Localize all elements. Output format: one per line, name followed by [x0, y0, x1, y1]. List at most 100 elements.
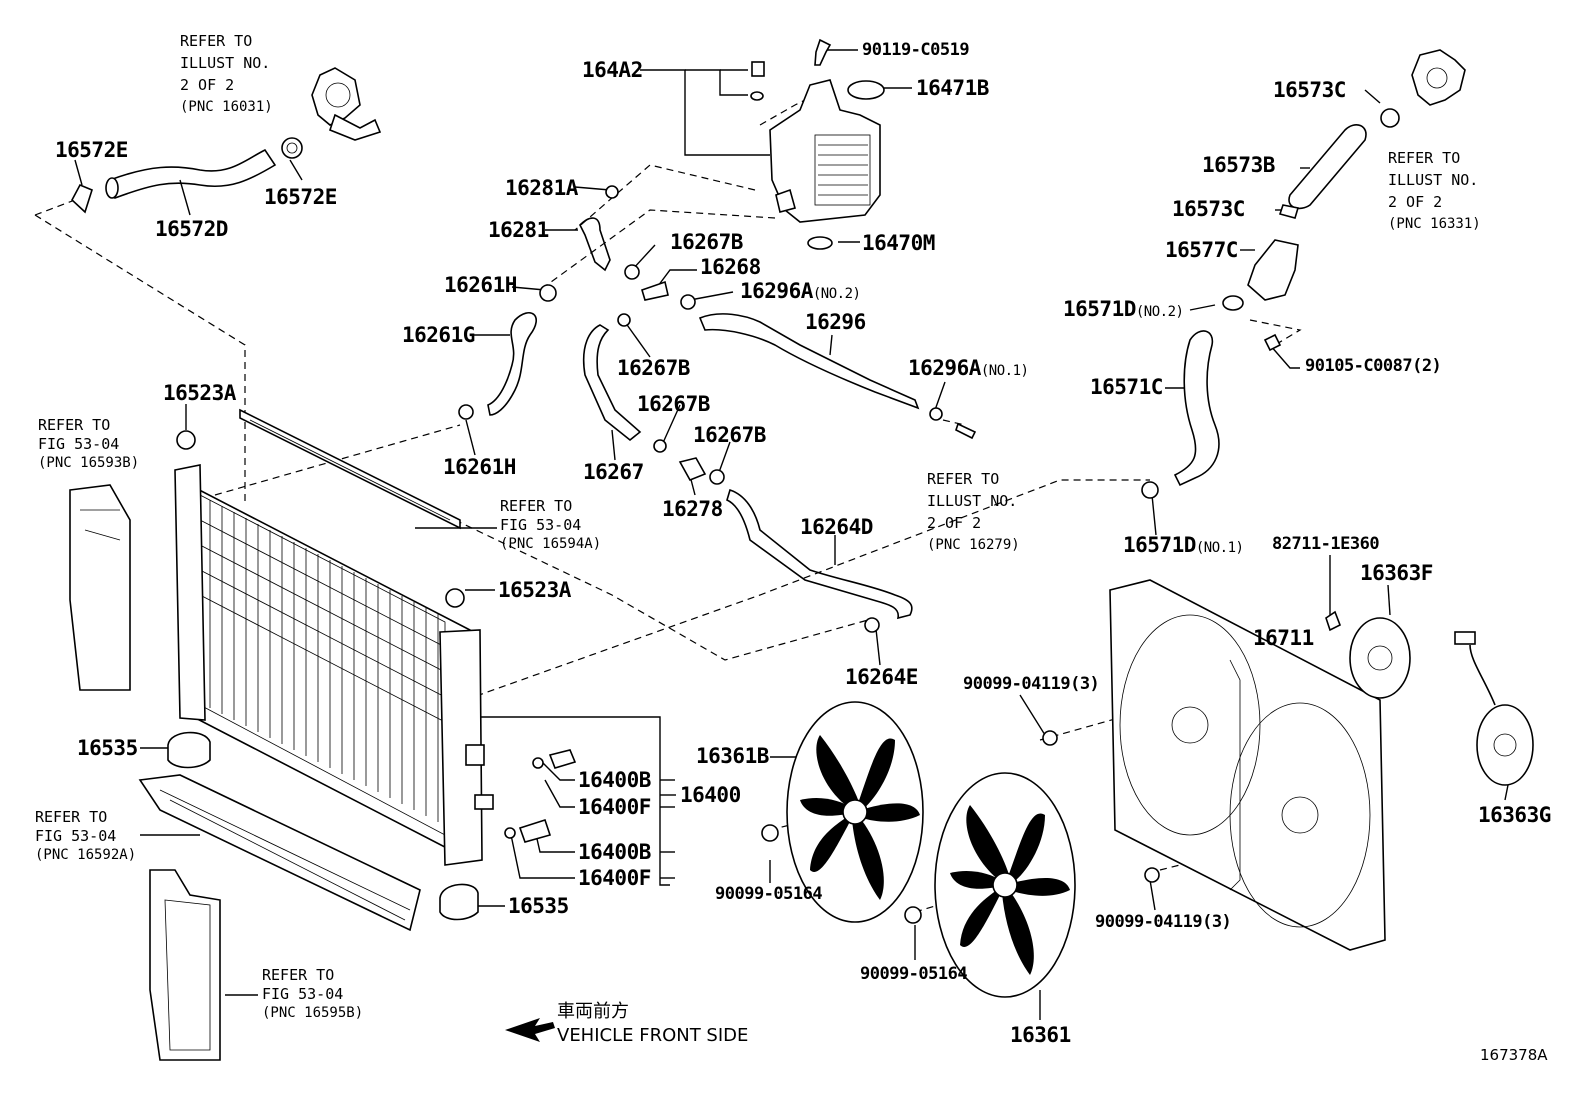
reference-note-pnc-16279: REFER TO ILLUST NO. 2 OF 2 (PNC 16279) [927, 468, 1020, 556]
part-label-16264D[interactable]: 16264D [800, 515, 873, 539]
reference-line: FIG 53-04 [38, 435, 120, 453]
part-label-16573C[interactable]: 16573C [1273, 78, 1346, 102]
radiator-cushions [167, 731, 479, 921]
reference-note-pnc-16592A: REFER TO FIG 53-04 (PNC 16592A) [35, 808, 136, 865]
part-label-16296[interactable]: 16296 [805, 310, 866, 334]
part-label-16523A-lower[interactable]: 16523A [498, 578, 571, 602]
part-label-16470M[interactable]: 16470M [862, 231, 935, 255]
part-label-16281A[interactable]: 16281A [505, 176, 578, 200]
part-label-90099-05164-lower[interactable]: 90099-05164 [860, 964, 968, 984]
part-number: 16296A [740, 279, 813, 303]
part-label-16261H[interactable]: 16261H [444, 273, 517, 297]
arrow-left-icon [505, 1018, 555, 1042]
reference-note-pnc-16593B: REFER TO FIG 53-04 (PNC 16593B) [38, 416, 139, 473]
part-label-16400B-lower[interactable]: 16400B [578, 840, 651, 864]
part-label-90099-04119[interactable]: 90099-04119(3) [963, 674, 1100, 694]
part-label-16363F[interactable]: 16363F [1360, 561, 1433, 585]
reference-line: ILLUST NO. [927, 492, 1018, 510]
part-label-16573B[interactable]: 16573B [1202, 153, 1275, 177]
part-label-16400[interactable]: 16400 [680, 783, 741, 807]
part-label-90099-05164[interactable]: 90099-05164 [715, 884, 823, 904]
part-label-16363G[interactable]: 16363G [1478, 803, 1551, 827]
part-number: 16571D [1123, 533, 1196, 557]
reference-line: REFER TO [35, 808, 108, 826]
part-label-16571C[interactable]: 16571C [1090, 375, 1163, 399]
upper-radiator-hose-group [71, 67, 382, 214]
part-label-16267[interactable]: 16267 [583, 460, 644, 484]
part-label-16261H-lower[interactable]: 16261H [443, 455, 516, 479]
reference-note-pnc-16595B: REFER TO FIG 53-04 (PNC 16595B) [262, 966, 363, 1023]
fan-16361 [904, 772, 1076, 998]
part-label-16268[interactable]: 16268 [700, 255, 761, 279]
part-label-90099-04119-lower[interactable]: 90099-04119(3) [1095, 912, 1232, 932]
reference-pnc: (PNC 16592A) [35, 847, 137, 863]
vehicle-front-caption: 車両前方 VEHICLE FRONT SIDE [557, 1000, 748, 1048]
illustration-code: 167378A [1480, 1046, 1548, 1064]
part-label-16535-left[interactable]: 16535 [77, 736, 138, 760]
part-label-16711[interactable]: 16711 [1253, 626, 1314, 650]
fan-motors [1325, 610, 1534, 786]
reference-line: 2 OF 2 [927, 514, 982, 532]
part-label-16572E[interactable]: 16572E [55, 138, 128, 162]
part-label-16571D-no1[interactable]: 16571D(NO.1) [1123, 533, 1244, 557]
part-label-16572D[interactable]: 16572D [155, 217, 228, 241]
part-label-16400B[interactable]: 16400B [578, 768, 651, 792]
reference-line: REFER TO [1388, 149, 1461, 167]
part-label-16361B[interactable]: 16361B [696, 744, 769, 768]
part-label-16296A-no2[interactable]: 16296A(NO.2) [740, 279, 861, 303]
part-label-16535-right[interactable]: 16535 [508, 894, 569, 918]
radiator-fins [199, 500, 446, 822]
side-seals [69, 484, 221, 1061]
reference-note-pnc-16331: REFER TO ILLUST NO. 2 OF 2 (PNC 16331) [1388, 147, 1481, 235]
reference-line: 2 OF 2 [180, 76, 235, 94]
reference-line: REFER TO [38, 416, 111, 434]
part-note: (NO.1) [980, 363, 1029, 379]
part-note: (NO.1) [1195, 540, 1244, 556]
part-number: 16296A [908, 356, 981, 380]
reference-pnc: (PNC 16279) [927, 537, 1020, 553]
lower-seal-panel [138, 774, 421, 932]
part-label-16361[interactable]: 16361 [1010, 1023, 1071, 1047]
reference-pnc: (PNC 16595B) [262, 1005, 364, 1021]
part-label-16573C-lower[interactable]: 16573C [1172, 197, 1245, 221]
part-label-16400F-lower[interactable]: 16400F [578, 866, 651, 890]
part-label-16267B-top[interactable]: 16267B [670, 230, 743, 254]
part-label-16572E-right[interactable]: 16572E [264, 185, 337, 209]
reference-line: REFER TO [180, 32, 253, 50]
reservoir-tank [750, 38, 885, 250]
part-label-16267B-lower[interactable]: 16267B [637, 392, 710, 416]
part-label-16264E[interactable]: 16264E [845, 665, 918, 689]
center-hoses [458, 185, 977, 633]
part-note: (NO.2) [812, 286, 861, 302]
reference-line: REFER TO [500, 497, 573, 515]
reference-pnc: (PNC 16594A) [500, 536, 602, 552]
reference-line: 2 OF 2 [1388, 193, 1443, 211]
reference-pnc: (PNC 16331) [1388, 216, 1481, 232]
reference-line: FIG 53-04 [500, 516, 582, 534]
part-label-16400F[interactable]: 16400F [578, 795, 651, 819]
reference-pnc: (PNC 16593B) [38, 455, 140, 471]
vehicle-front-english: VEHICLE FRONT SIDE [557, 1025, 749, 1046]
part-label-16571D-no2[interactable]: 16571D(NO.2) [1063, 297, 1184, 321]
radiator [174, 408, 494, 866]
dashed-connections [34, 94, 1302, 913]
reference-line: ILLUST NO. [180, 54, 271, 72]
part-label-16523A-top[interactable]: 16523A [163, 381, 236, 405]
part-label-16471B[interactable]: 16471B [916, 76, 989, 100]
part-label-16267B-mid[interactable]: 16267B [617, 356, 690, 380]
part-label-82711-1E360[interactable]: 82711-1E360 [1272, 534, 1380, 554]
reference-pnc: (PNC 16031) [180, 99, 273, 115]
part-label-16267B-right[interactable]: 16267B [693, 423, 766, 447]
part-label-16261G[interactable]: 16261G [402, 323, 475, 347]
part-label-90119-C0519[interactable]: 90119-C0519 [862, 40, 970, 60]
reference-line: FIG 53-04 [262, 985, 344, 1003]
part-label-16278[interactable]: 16278 [662, 497, 723, 521]
part-label-90105-C0087[interactable]: 90105-C0087(2) [1305, 356, 1442, 376]
part-label-16296A-no1[interactable]: 16296A(NO.1) [908, 356, 1029, 380]
part-number: 16571D [1063, 297, 1136, 321]
part-label-16281[interactable]: 16281 [488, 218, 549, 242]
part-label-16577C[interactable]: 16577C [1165, 238, 1238, 262]
fan-16361B [761, 701, 924, 923]
part-label-164A2[interactable]: 164A2 [582, 58, 643, 82]
